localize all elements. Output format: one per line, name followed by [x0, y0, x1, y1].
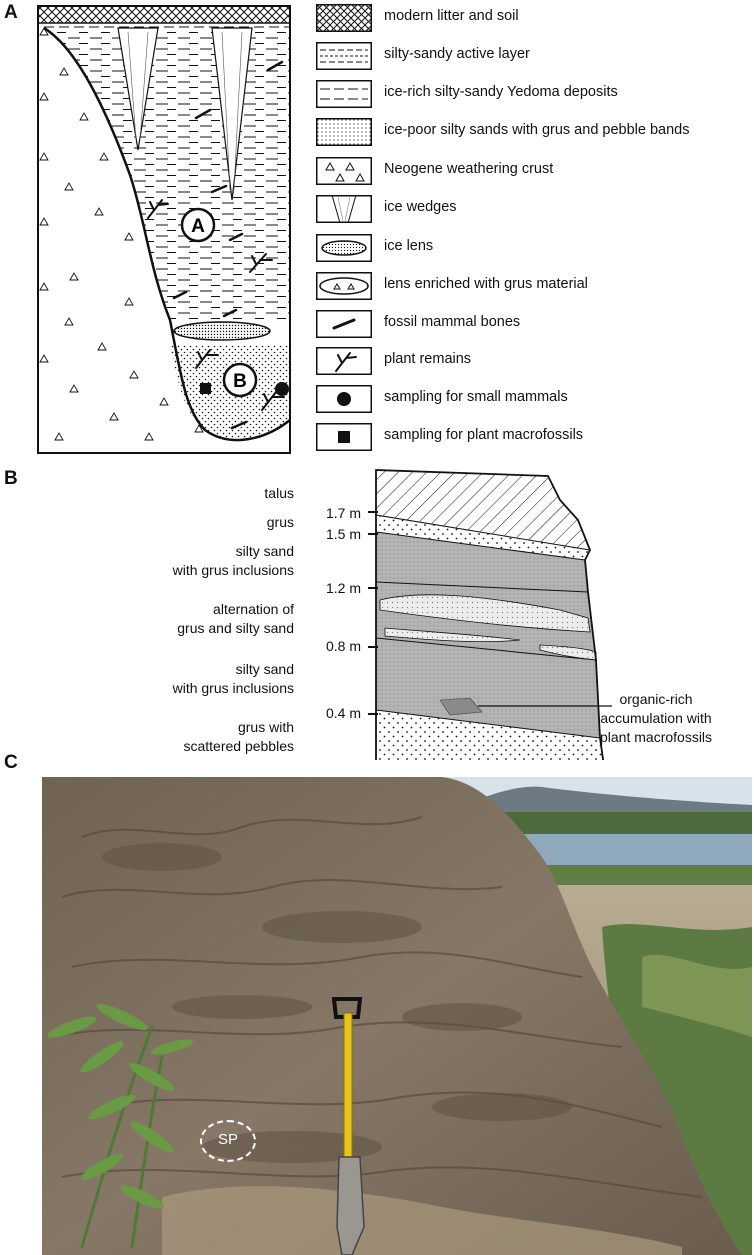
- layer-label-silty-sand-lower: silty sand with grus inclusions: [172, 661, 294, 696]
- legend-label-modern-litter: modern litter and soil: [384, 8, 519, 24]
- panel-b-profile-diagram: [368, 469, 612, 760]
- legend-symbol-ice-poor-sands-icon: [316, 118, 372, 146]
- legend-label-yedoma: ice-rich silty-sandy Yedoma deposits: [384, 84, 618, 100]
- depth-0-4m: 0.4 m: [326, 705, 362, 721]
- legend-symbol-grus-lens-icon: [316, 272, 372, 300]
- organic-annotation: organic-rich accumulation with plant mac…: [600, 691, 713, 745]
- layer-label-alternation: alternation of grus and silty sand: [177, 601, 294, 636]
- depth-1-5m: 1.5 m: [326, 526, 362, 542]
- legend-symbol-ice-lens-icon: [316, 234, 372, 262]
- unit-a-label: A: [191, 216, 205, 237]
- legend-symbol-small-mammal-sampling-icon: [316, 385, 372, 413]
- sampling-point-marker: [200, 1120, 256, 1162]
- legend-label-weathering-crust: Neogene weathering crust: [384, 161, 554, 177]
- legend-symbol-active-layer-icon: [316, 42, 372, 70]
- legend-symbol-weathering-crust-icon: [316, 157, 372, 185]
- layer-label-grus: grus: [266, 514, 294, 530]
- legend-label-mammal-bones: fossil mammal bones: [384, 314, 521, 330]
- legend-symbol-ice-wedges-icon: [316, 194, 372, 224]
- legend-label-ice-lens: ice lens: [384, 238, 434, 254]
- panel-b-letter: B: [4, 468, 18, 489]
- panel-c-photo: [42, 777, 752, 1255]
- legend-label-plant-remains: plant remains: [384, 351, 472, 367]
- legend-symbol-mammal-bones-icon: [316, 310, 372, 338]
- panel-c-letter: C: [4, 752, 18, 773]
- depth-1-7m: 1.7 m: [326, 505, 362, 521]
- legend-symbol-plant-macro-sampling-icon: [316, 423, 372, 451]
- panel-a-section-diagram: A B: [37, 5, 291, 454]
- unit-b-label: B: [233, 371, 247, 392]
- shovel-icon: [331, 997, 365, 1255]
- legend-symbol-yedoma-icon: [316, 80, 372, 108]
- legend-label-grus-lens: lens enriched with grus material: [384, 276, 588, 292]
- legend-label-small-mammal-sampling: sampling for small mammals: [384, 389, 568, 405]
- depth-0-8m: 0.8 m: [326, 638, 362, 654]
- layer-label-grus-pebbles: grus with scattered pebbles: [183, 719, 294, 754]
- legend-label-active-layer: silty-sandy active layer: [384, 46, 530, 62]
- layer-label-talus: talus: [264, 485, 294, 501]
- panel-a-letter: A: [4, 2, 18, 23]
- sampling-point-label: SP: [217, 1131, 238, 1148]
- legend-label-ice-wedges: ice wedges: [384, 199, 457, 215]
- legend-symbol-modern-litter-icon: [316, 4, 372, 32]
- depth-1-2m: 1.2 m: [326, 580, 362, 596]
- legend-symbol-plant-remains-icon: [316, 347, 372, 375]
- layer-label-silty-sand-upper: silty sand with grus inclusions: [172, 543, 294, 578]
- legend-label-plant-macro-sampling: sampling for plant macrofossils: [384, 427, 584, 443]
- legend-label-ice-poor-sands: ice-poor silty sands with grus and pebbl…: [384, 122, 690, 138]
